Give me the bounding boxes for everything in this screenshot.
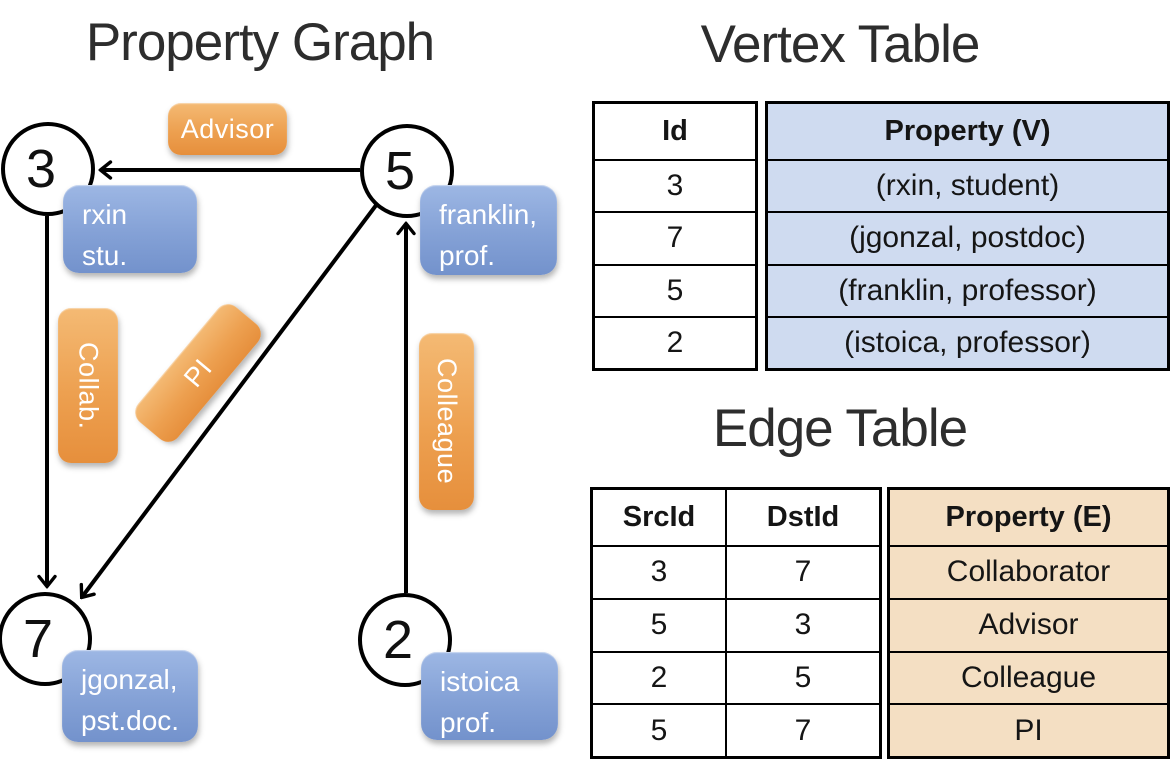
- table-cell: 5: [593, 703, 725, 756]
- property-line: rxin: [82, 199, 128, 230]
- table-cell: (istoica, professor): [768, 315, 1167, 368]
- table-cell: 3: [725, 597, 879, 651]
- vertex-property-box-franklin: franklin, prof.: [420, 185, 557, 275]
- vertex-id-label: 2: [382, 610, 414, 670]
- vertex-table-property-column: Property (V) (rxin, student) (jgonzal, p…: [765, 101, 1170, 371]
- edge-label-advisor: Advisor: [168, 103, 287, 155]
- property-line: stu.: [82, 239, 128, 271]
- table-cell: 2: [593, 650, 725, 704]
- table-cell: Advisor: [890, 597, 1167, 651]
- vertex-table-id-header: Id: [662, 115, 688, 147]
- property-line: prof.: [440, 706, 497, 738]
- property-line: pst.doc.: [81, 704, 180, 736]
- vertex-table-title: Vertex Table: [700, 15, 981, 74]
- vertex-node-2: 2: [358, 593, 452, 687]
- edge-label-collab: Collab.: [58, 308, 118, 463]
- table-cell: 7: [595, 211, 755, 263]
- table-cell: 5: [593, 597, 725, 651]
- table-cell: 7: [725, 703, 879, 756]
- table-cell: (rxin, student): [768, 159, 1167, 211]
- vertex-id-label: 5: [384, 141, 416, 201]
- vertex-node-5: 5: [360, 124, 454, 218]
- edge-table-title: Edge Table: [712, 399, 968, 458]
- vertex-property-box-rxin: rxin stu.: [63, 185, 197, 273]
- property-line: franklin,: [439, 199, 538, 230]
- edge-pi-5-to-7: [82, 202, 379, 597]
- property-line: jgonzal,: [81, 664, 178, 695]
- table-cell: Colleague: [890, 650, 1167, 704]
- property-line: istoica: [440, 666, 520, 697]
- table-cell: 3: [593, 545, 725, 598]
- edge-label-text: Advisor: [180, 113, 275, 144]
- edge-label-colleague: Colleague: [419, 333, 474, 510]
- edge-table-srcid-header: SrcId: [622, 501, 696, 533]
- edge-table-property-column: Property (E) Collaborator Advisor Collea…: [887, 487, 1170, 759]
- table-cell: 5: [595, 263, 755, 316]
- vertex-table-property-header: Property (V): [884, 115, 1051, 147]
- graph-edges-layer: [0, 0, 585, 760]
- table-cell: (jgonzal, postdoc): [768, 211, 1167, 263]
- table-cell: (franklin, professor): [768, 263, 1167, 316]
- edge-table-property-header: Property (E): [945, 501, 1112, 533]
- edge-table-id-columns: SrcId DstId 3 7 5 3 2 5 5 7: [590, 487, 882, 759]
- edge-label-text: Colleague: [432, 358, 462, 485]
- vertex-property-box-jgonzal: jgonzal, pst.doc.: [62, 650, 198, 742]
- property-line: prof.: [439, 239, 496, 271]
- table-cell: 2: [595, 315, 755, 368]
- property-graph-title: Property Graph: [85, 13, 435, 72]
- vertex-id-label: 3: [25, 139, 57, 199]
- edge-table-dstid-header: DstId: [725, 490, 879, 545]
- table-cell: 7: [725, 545, 879, 598]
- table-cell: 3: [595, 159, 755, 211]
- table-cell: Collaborator: [890, 545, 1167, 598]
- table-cell: 5: [725, 650, 879, 704]
- edge-label-text: Collab.: [73, 341, 104, 430]
- table-cell: PI: [890, 703, 1167, 756]
- vertex-id-label: 7: [22, 609, 54, 669]
- vertex-property-box-istoica: istoica prof.: [421, 652, 558, 740]
- vertex-table-id-column: Id 3 7 5 2: [592, 101, 758, 371]
- edge-label-text: PI: [177, 352, 218, 393]
